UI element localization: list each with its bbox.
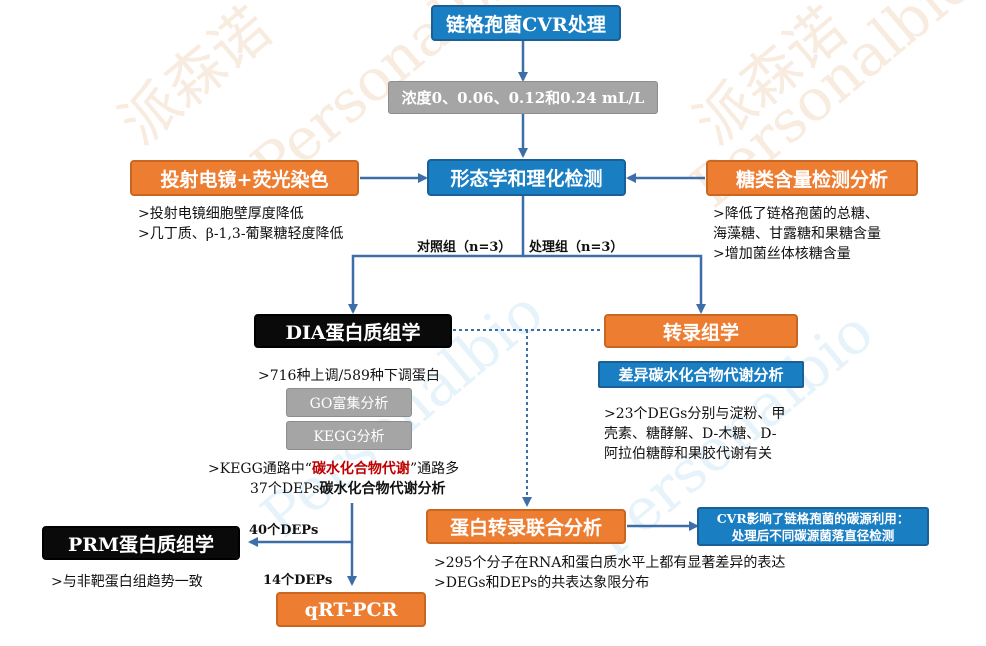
node-cvr-effect: CVR影响了链格孢菌的碳源利用：处理后不同碳源菌落直径检测 (697, 507, 929, 546)
node-cvr-treatment: 链格孢菌CVR处理 (431, 5, 621, 41)
node-joint-analysis: 蛋白转录联合分析 (426, 509, 626, 544)
note-dia-1: >716种上调/589种下调蛋白 (258, 368, 440, 384)
node-sugar-analysis: 糖类含量检测分析 (706, 160, 918, 196)
arrow-morph-to-transcript (523, 254, 706, 314)
label-40-deps: 40个DEPs (249, 523, 319, 538)
highlight-carb-metabolism: 碳水化合物代谢 (311, 461, 410, 477)
note-sugar-2: 海藻糖、甘露糖和果糖含量 (713, 226, 881, 242)
node-tem-staining: 投射电镜+荧光染色 (130, 160, 359, 196)
note-transcript-1: >23个DEGs分别与淀粉、甲 (604, 406, 786, 422)
node-morph-detection: 形态学和理化检测 (427, 159, 626, 196)
node-qrt-pcr: qRT-PCR (276, 592, 426, 627)
node-diff-carb-analysis: 差异碳水化合物代谢分析 (598, 361, 804, 388)
node-kegg-analysis: KEGG分析 (286, 421, 412, 450)
note-sugar-3: >增加菌丝体核糖含量 (713, 246, 851, 262)
note-tem-2: >几丁质、β-1,3-葡聚糖轻度降低 (138, 226, 344, 242)
node-prm-proteomics: PRM蛋白质组学 (42, 526, 240, 560)
note-kegg-2: 37个DEPs碳水化合物代谢分析 (250, 481, 446, 497)
note-prm-1: >与非靶蛋白组趋势一致 (51, 574, 203, 590)
node-dia-proteomics: DIA蛋白质组学 (254, 314, 452, 348)
node-transcriptome: 转录组学 (604, 314, 798, 348)
note-sugar-1: >降低了链格孢菌的总糖、 (713, 206, 879, 222)
label-treatment-group: 处理组（n=3） (529, 240, 624, 255)
node-go-enrichment: GO富集分析 (286, 388, 412, 417)
note-joint-2: >DEGs和DEPs的共表达象限分布 (434, 575, 650, 591)
note-joint-1: >295个分子在RNA和蛋白质水平上都有显著差异的表达 (434, 555, 786, 571)
note-transcript-3: 阿拉伯糖醇和果胶代谢有关 (604, 446, 772, 462)
note-transcript-2: 壳素、糖酵解、D-木糖、D- (604, 426, 777, 442)
note-tem-1: >投射电镜细胞壁厚度降低 (138, 206, 304, 222)
label-control-group: 对照组（n=3） (417, 240, 512, 255)
label-14-deps: 14个DEPs (263, 573, 333, 588)
arrow-morph-to-dia (348, 196, 525, 314)
node-concentration: 浓度0、0.06、0.12和0.24 mL/L (388, 81, 658, 114)
note-kegg-1: >KEGG通路中“碳水化合物代谢”通路多 (208, 461, 460, 477)
